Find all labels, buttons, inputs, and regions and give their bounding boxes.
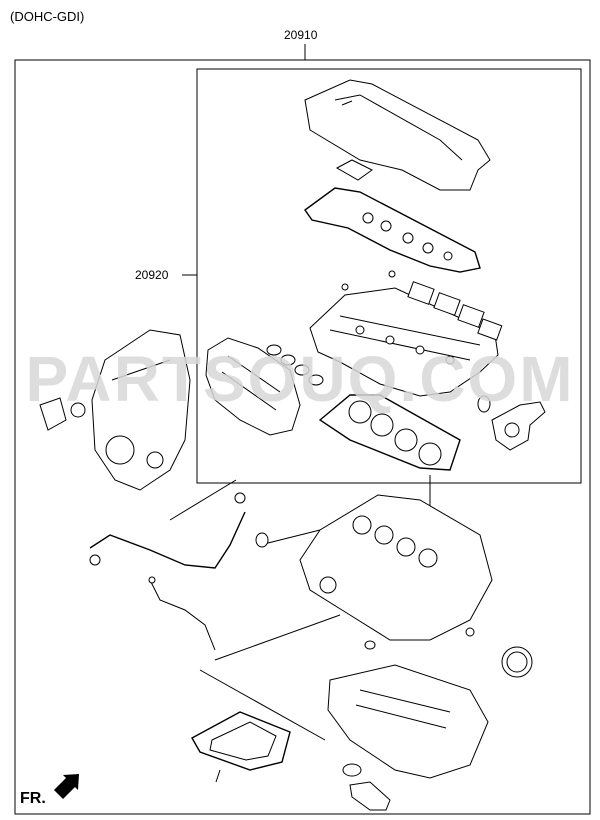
outer-kit-frame [14,59,591,815]
intake-manifold-gaskets [266,344,324,386]
arrow-down-left-icon [54,774,79,799]
callout-outer-kit[interactable]: 20910 [284,28,318,42]
variant-label: (DOHC-GDI) [10,9,85,24]
oil-dipstick-tube [89,492,246,569]
rocker-cover-gasket [304,187,481,273]
cylinder-block [255,494,493,650]
thermostat-housing [477,395,546,451]
upper-oil-pan [327,664,489,779]
oil-strainer [342,763,391,811]
lower-oil-pan [191,711,291,783]
rear-crankshaft-seal [465,627,533,678]
cylinder-head [309,270,499,397]
oil-level-gauge [148,576,216,651]
spark-plug-gasket [335,159,373,181]
front-direction-label: FR. [20,790,46,807]
timing-chain-cover [91,329,191,491]
front-crankshaft-seal [39,397,86,431]
cylinder-head-gasket [318,394,461,471]
rocker-cover [304,79,491,191]
inner-kit-frame [196,68,582,484]
callout-inner-kit[interactable]: 20920 [135,268,169,282]
intake-manifold [205,337,301,436]
watermark: PARTSOUQ.COM [25,343,575,415]
exhaust-manifold-gaskets [407,281,503,341]
